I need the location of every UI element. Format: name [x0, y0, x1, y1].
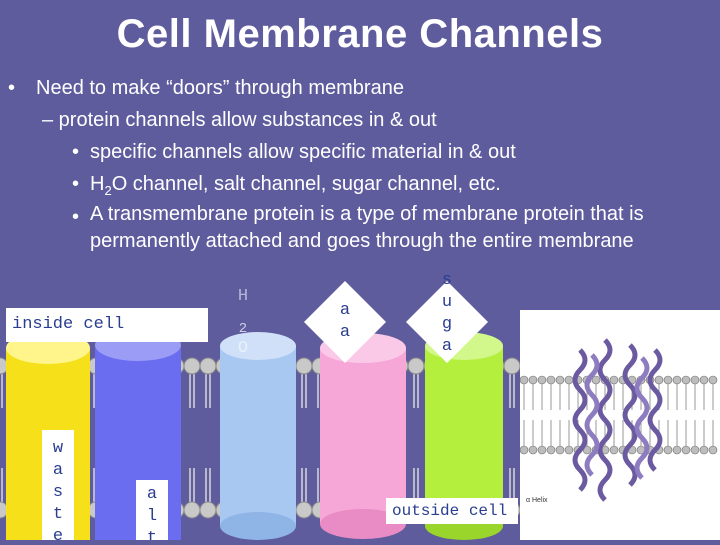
sub-sub-bullet-2-text: H2O channel, salt channel, sugar channel…: [90, 168, 501, 207]
sub-bullet: – protein channels allow substances in &…: [42, 109, 437, 131]
inside-cell-label: inside cell: [6, 308, 208, 342]
membrane-diagram: inside cell a a s u g a H 2 O w a s t e …: [0, 271, 520, 540]
membrane-svg: [0, 329, 520, 540]
waste-letter-5: e: [52, 527, 64, 540]
waste-letter-1: w: [52, 439, 64, 458]
salt-label-box: a l t: [136, 480, 168, 540]
slide-title: Cell Membrane Channels: [116, 12, 604, 56]
bullet-dot: •: [72, 141, 80, 163]
h2o-letter-3: O: [237, 339, 249, 358]
sugar-letter-2: u: [441, 293, 453, 312]
waste-label-box: w a s t e: [42, 430, 74, 540]
protein-illustration: α Helix: [519, 338, 718, 504]
sugar-letter-1: s: [441, 271, 453, 290]
h-text: H: [90, 173, 105, 195]
waste-letter-3: s: [52, 483, 64, 502]
subscript-2: 2: [104, 183, 112, 198]
bullet-dot: •: [72, 206, 80, 228]
channel-sugar: [425, 332, 503, 540]
salt-letter-3: t: [146, 529, 158, 540]
sub-sub-bullet-3-text: A transmembrane protein is a type of mem…: [90, 203, 644, 252]
aa-letter-1: a: [339, 301, 351, 320]
bullet-dot: •: [72, 173, 80, 195]
salt-letter-2: l: [146, 507, 158, 526]
alpha-helix-bundle: [572, 338, 663, 502]
aa-letter-2: a: [339, 323, 351, 342]
salt-letter-1: a: [146, 485, 158, 504]
h2o-letter-2: 2: [238, 321, 248, 337]
transmembrane-protein-image: α Helix: [519, 310, 720, 540]
rest-text: O channel, salt channel, sugar channel, …: [111, 173, 501, 195]
alpha-helix-caption: α Helix: [526, 497, 548, 504]
h2o-letter-1: H: [237, 287, 249, 306]
bullet-main-text: Need to make “doors” through membrane: [36, 77, 404, 99]
sugar-letter-3: g: [441, 315, 453, 334]
bullet-dot: •: [8, 77, 16, 99]
channel-h2o: [220, 332, 296, 540]
sugar-letter-4: a: [441, 337, 453, 356]
waste-letter-4: t: [52, 505, 64, 524]
sub-sub-bullet-1-text: specific channels allow specific materia…: [90, 141, 516, 163]
outside-cell-label: outside cell: [386, 498, 518, 524]
waste-letter-2: a: [52, 461, 64, 480]
